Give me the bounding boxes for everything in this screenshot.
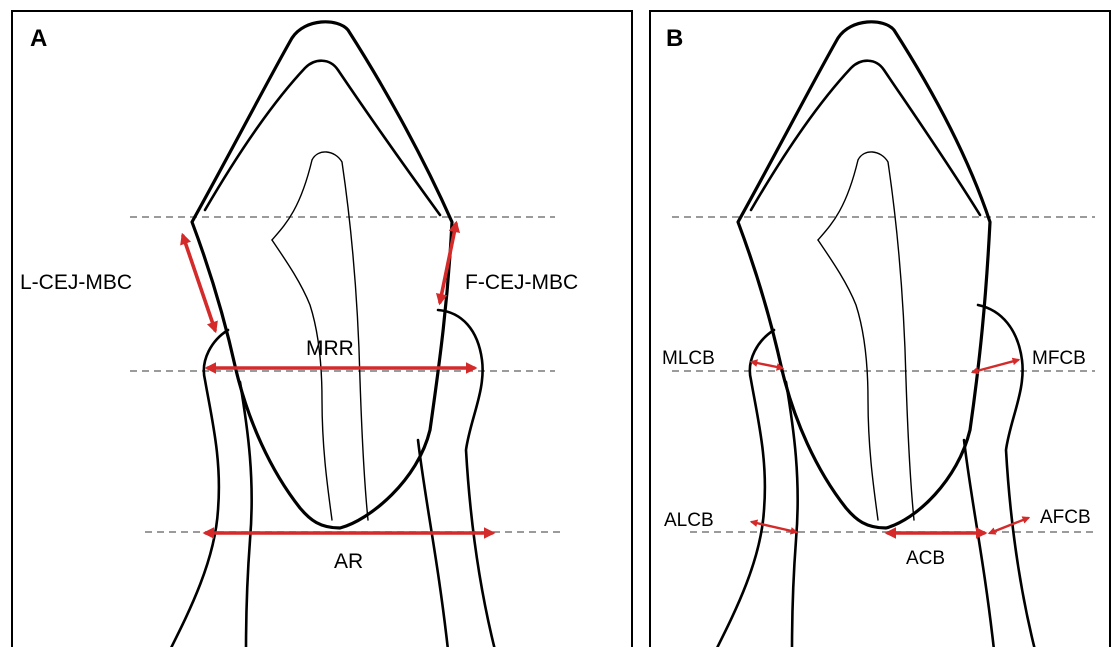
facial-bone-inner — [418, 440, 448, 647]
enamel-line — [205, 61, 440, 215]
f-cej-mbc-label: F-CEJ-MBC — [465, 271, 578, 294]
pulp-line-right-b — [818, 152, 914, 520]
afcb-arrow — [990, 518, 1028, 533]
pulp-line-right — [272, 152, 368, 520]
mfcb-label: MFCB — [1032, 348, 1086, 369]
mrr-label: MRR — [306, 337, 354, 360]
tooth-outline — [192, 22, 452, 528]
panel-a-letter: A — [30, 25, 47, 52]
lingual-bone-outer — [170, 330, 228, 647]
mlcb-label: MLCB — [662, 348, 715, 369]
panel-b-frame — [650, 11, 1110, 647]
mlcb-arrow — [752, 362, 782, 368]
lingual-bone-inner — [240, 382, 252, 647]
tooth-outline-b — [738, 22, 990, 528]
alcb-label: ALCB — [664, 510, 714, 531]
panel-b: B MLCB MFCB ALCB AFCB ACB — [650, 11, 1110, 647]
afcb-label: AFCB — [1040, 507, 1091, 528]
panel-a-frame — [12, 11, 632, 647]
l-cej-mbc-arrow — [183, 236, 215, 330]
facial-bone-outer — [438, 310, 495, 647]
panel-b-letter: B — [666, 25, 683, 52]
acb-label: ACB — [906, 548, 945, 569]
alcb-arrow — [752, 522, 796, 532]
l-cej-mbc-label: L-CEJ-MBC — [20, 271, 132, 294]
lingual-bone-inner-b — [786, 382, 798, 647]
panel-a: A L-CEJ-MBC F-CEJ-MBC MRR AR — [12, 11, 632, 647]
lingual-bone-outer-b — [716, 330, 774, 647]
facial-bone-inner-b — [964, 440, 994, 647]
ar-label: AR — [334, 550, 363, 573]
